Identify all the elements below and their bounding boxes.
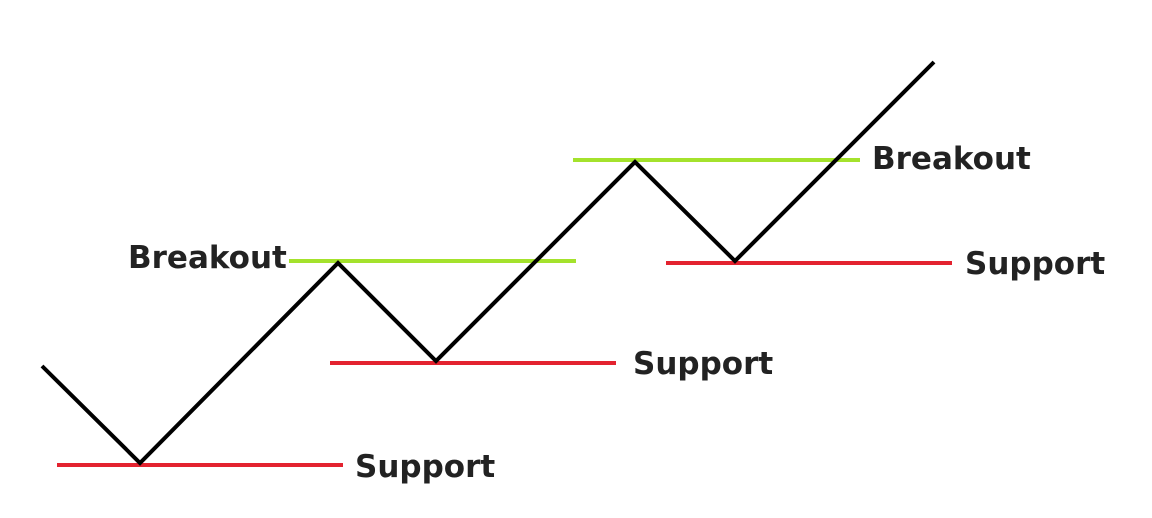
- support-label-1: Support: [355, 449, 495, 485]
- breakout-label-2: Breakout: [872, 141, 1031, 177]
- breakout-label-1: Breakout: [128, 240, 287, 276]
- support-label-3: Support: [965, 246, 1105, 282]
- support-label-2: Support: [633, 346, 773, 382]
- price-path-line: [40, 60, 936, 466]
